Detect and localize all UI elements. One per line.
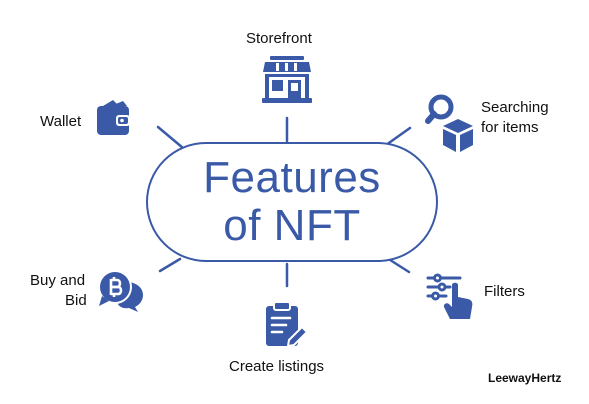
brand-logo-text: LeewayHertz <box>488 371 562 385</box>
clipboard-pen-icon <box>266 301 309 348</box>
center-title-line2: of NFT <box>223 201 361 250</box>
wallet-label: Wallet <box>40 113 82 130</box>
center-title-line1: Features <box>203 153 381 202</box>
connector-wallet <box>156 125 185 150</box>
center-oval: Features of NFT <box>146 142 438 262</box>
filter-hand-icon <box>426 273 473 319</box>
buy-label-line1: Buy and <box>30 272 86 289</box>
connector-searching <box>384 126 412 147</box>
bitcoin-chat-icon <box>98 270 143 312</box>
wallet-icon <box>97 100 130 135</box>
storefront-label: Storefront <box>246 30 312 47</box>
searching-label-line2: for items <box>481 119 539 136</box>
buy-label-line2: Bid <box>65 292 87 309</box>
filters-label: Filters <box>484 283 525 300</box>
create-listings-label: Create listings <box>229 358 325 375</box>
search-box-icon <box>425 94 473 152</box>
storefront-icon <box>262 56 312 103</box>
searching-label-line1: Searching <box>481 99 549 116</box>
connector-buy <box>158 257 182 273</box>
